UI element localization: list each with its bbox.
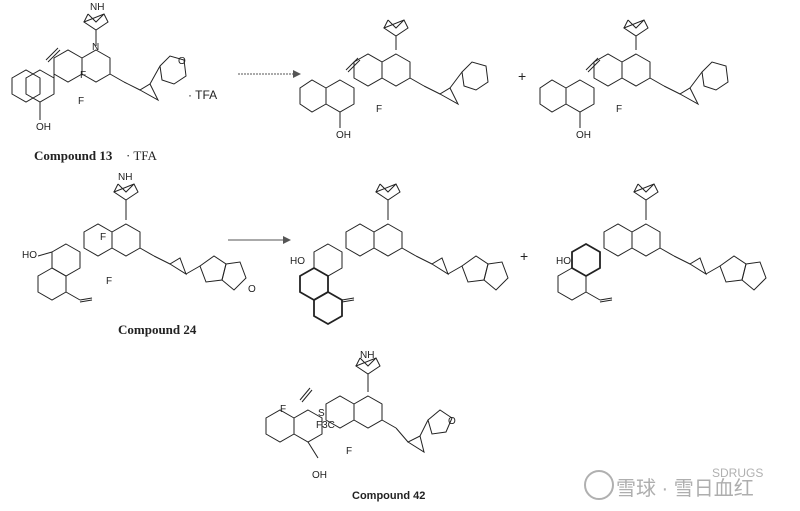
watermark-logo-icon — [584, 470, 614, 500]
structure-compound-24 — [37, 183, 247, 303]
structure-compound-42 — [265, 357, 453, 459]
atom-label-f-c13a: F — [80, 70, 87, 81]
compound-13-salt: · TFA — [126, 148, 157, 163]
atom-label-n-c13: N — [92, 42, 100, 53]
structure-product-1b — [539, 19, 729, 128]
atom-label-cf3-c42: F3C — [316, 420, 335, 431]
atom-label-f-c42a: F — [280, 404, 287, 415]
atom-label-f-c24a: F — [100, 232, 107, 243]
compound-13-caption: Compound 13 — [34, 148, 113, 163]
atom-label-s-c42: S — [318, 408, 325, 419]
atom-label-f-p1a: F — [376, 104, 383, 115]
watermark-partial: SDRUGS — [712, 466, 764, 480]
watermark-text: 雪球 · 雪日血红 — [616, 478, 754, 500]
salt-label-tfa-1: · TFA — [188, 88, 218, 102]
atom-label-ho-c24: HO — [22, 250, 37, 261]
atom-label-o-c42: O — [448, 416, 456, 427]
structure-product-2a — [299, 183, 509, 326]
atom-label-f-c13b: F — [78, 96, 85, 107]
structure-compound-13 — [11, 13, 187, 120]
compound-42-caption: Compound 42 — [352, 490, 426, 502]
plus-sign-row2: + — [520, 248, 529, 264]
compound-24-caption: Compound 24 — [118, 322, 197, 337]
atom-label-o-c24: O — [248, 284, 256, 295]
atom-label-oh-p1b: OH — [576, 130, 591, 141]
atom-label-nh-c42: NH — [360, 350, 375, 361]
atom-label-nh-c24: NH — [118, 172, 133, 183]
atom-label-ho-p2b: HO — [556, 256, 571, 267]
atom-label-oh-c13: OH — [36, 122, 51, 133]
structure-product-2b — [557, 183, 767, 303]
atom-label-f-p1b: F — [616, 104, 623, 115]
atom-label-nh-c13: NH — [90, 2, 105, 13]
atom-label-f-c42b: F — [346, 446, 353, 457]
atom-label-oh-p1a: OH — [336, 130, 351, 141]
atom-label-ho-p2a: HO — [290, 256, 305, 267]
atom-label-o-c13: O — [178, 56, 186, 67]
structure-product-1a — [299, 19, 489, 128]
plus-sign-row1: + — [518, 68, 527, 84]
atom-label-oh-c42: OH — [312, 470, 327, 481]
atom-label-f-c24b: F — [106, 276, 113, 287]
